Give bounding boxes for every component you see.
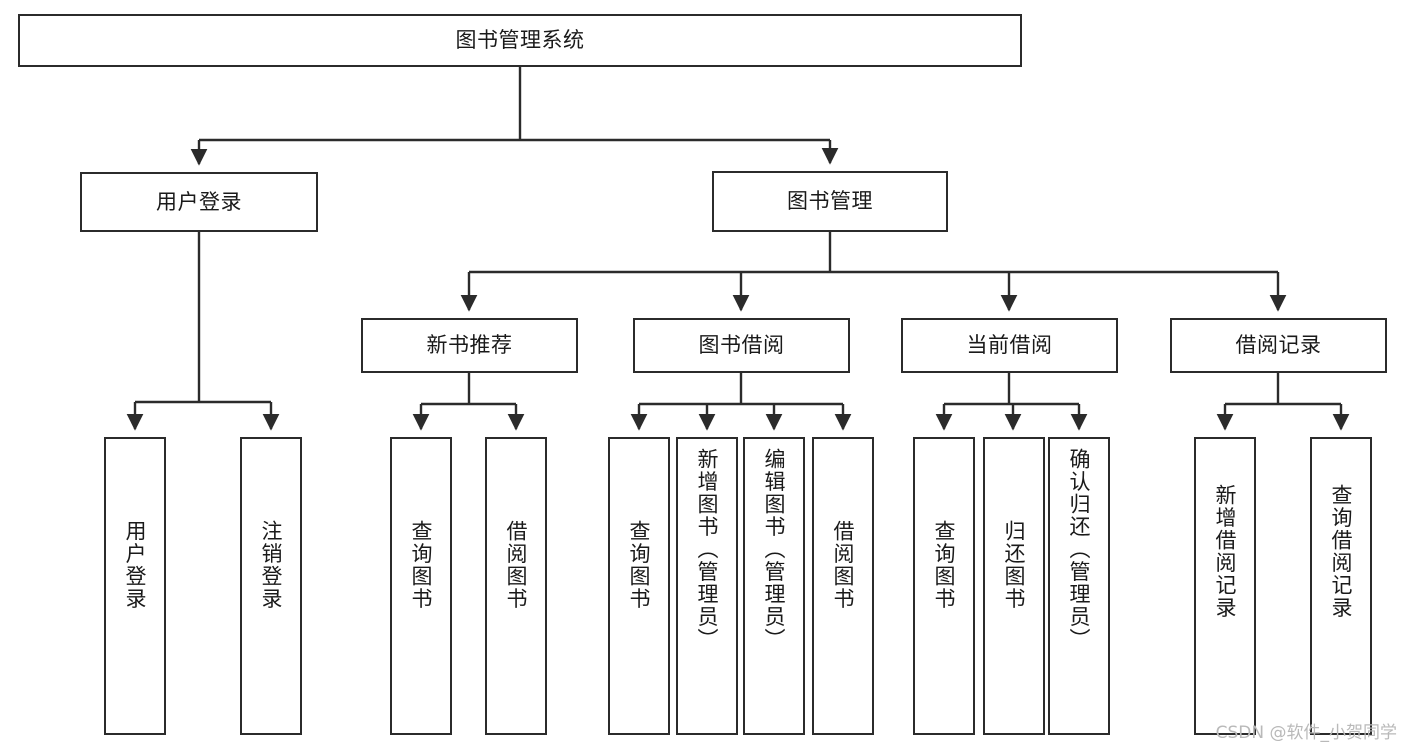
node-leaf-edit-book[interactable]: 编辑图书（管理员） bbox=[743, 437, 805, 735]
node-leaf-query-record[interactable]: 查询借阅记录 bbox=[1310, 437, 1372, 735]
node-leaf-add-book-label: 新增图书（管理员） bbox=[695, 448, 720, 651]
node-current-borrow[interactable]: 当前借阅 bbox=[901, 318, 1118, 373]
node-leaf-borrow-book-label: 借阅图书 bbox=[831, 520, 856, 610]
node-leaf-user-login[interactable]: 用户登录 bbox=[104, 437, 166, 735]
node-new-book-recommend-label: 新书推荐 bbox=[426, 333, 513, 358]
node-borrow-records[interactable]: 借阅记录 bbox=[1170, 318, 1387, 373]
node-leaf-query-book-rec-label: 查询图书 bbox=[409, 520, 434, 610]
node-new-book-recommend[interactable]: 新书推荐 bbox=[361, 318, 578, 373]
node-leaf-query-record-label: 查询借阅记录 bbox=[1329, 484, 1354, 619]
node-book-management-label: 图书管理 bbox=[787, 189, 873, 214]
node-book-borrow[interactable]: 图书借阅 bbox=[633, 318, 850, 373]
node-leaf-add-book[interactable]: 新增图书（管理员） bbox=[676, 437, 738, 735]
node-leaf-return-book[interactable]: 归还图书 bbox=[983, 437, 1045, 735]
node-leaf-query-book-current[interactable]: 查询图书 bbox=[913, 437, 975, 735]
node-leaf-return-book-label: 归还图书 bbox=[1002, 520, 1027, 610]
node-user-login[interactable]: 用户登录 bbox=[80, 172, 318, 232]
node-leaf-user-login-label: 用户登录 bbox=[123, 520, 148, 610]
node-root[interactable]: 图书管理系统 bbox=[18, 14, 1022, 67]
node-book-management[interactable]: 图书管理 bbox=[712, 171, 948, 232]
node-leaf-edit-book-label: 编辑图书（管理员） bbox=[762, 448, 787, 651]
node-leaf-confirm-return[interactable]: 确认归还（管理员） bbox=[1048, 437, 1110, 735]
node-borrow-records-label: 借阅记录 bbox=[1235, 333, 1322, 358]
node-leaf-borrow-book-rec-label: 借阅图书 bbox=[504, 520, 529, 610]
node-user-login-label: 用户登录 bbox=[156, 189, 242, 214]
node-root-label: 图书管理系统 bbox=[455, 28, 585, 53]
node-leaf-query-book-rec[interactable]: 查询图书 bbox=[390, 437, 452, 735]
node-current-borrow-label: 当前借阅 bbox=[966, 333, 1053, 358]
node-book-borrow-label: 图书借阅 bbox=[698, 333, 785, 358]
node-leaf-logout[interactable]: 注销登录 bbox=[240, 437, 302, 735]
node-leaf-add-record-label: 新增借阅记录 bbox=[1213, 484, 1238, 619]
node-leaf-borrow-book-rec[interactable]: 借阅图书 bbox=[485, 437, 547, 735]
node-leaf-add-record[interactable]: 新增借阅记录 bbox=[1194, 437, 1256, 735]
node-leaf-query-book-borrow-label: 查询图书 bbox=[627, 520, 652, 610]
node-leaf-query-book-borrow[interactable]: 查询图书 bbox=[608, 437, 670, 735]
node-leaf-query-book-current-label: 查询图书 bbox=[932, 520, 957, 610]
node-leaf-borrow-book[interactable]: 借阅图书 bbox=[812, 437, 874, 735]
node-leaf-logout-label: 注销登录 bbox=[259, 520, 284, 610]
node-leaf-confirm-return-label: 确认归还（管理员） bbox=[1067, 448, 1092, 651]
